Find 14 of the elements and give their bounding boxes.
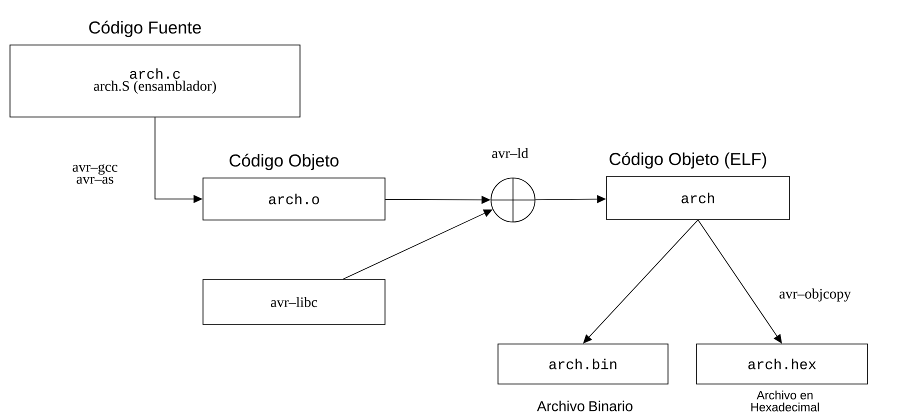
box-heading: Código Objeto xyxy=(230,154,338,170)
edge-label: avr–gcc avr–as xyxy=(72,164,118,184)
file-box: arch.c arch.S (ensamblador) xyxy=(10,44,300,118)
edge-label: avr–objcopy xyxy=(780,288,851,302)
file-box: arch.hex xyxy=(696,344,868,384)
box-heading: Código Objeto (ELF) xyxy=(610,152,766,169)
file-box: arch.bin xyxy=(498,344,668,384)
file-box: arch xyxy=(606,176,790,220)
file-box: avr–libc xyxy=(202,279,386,325)
file-box: arch.o xyxy=(202,178,386,220)
box-heading: Código Fuente xyxy=(89,20,201,38)
node-label: avr–ld xyxy=(492,148,528,158)
node-label: Archivo Binario xyxy=(536,400,632,412)
node-label: Archivo en Hexadecimal xyxy=(751,390,819,412)
